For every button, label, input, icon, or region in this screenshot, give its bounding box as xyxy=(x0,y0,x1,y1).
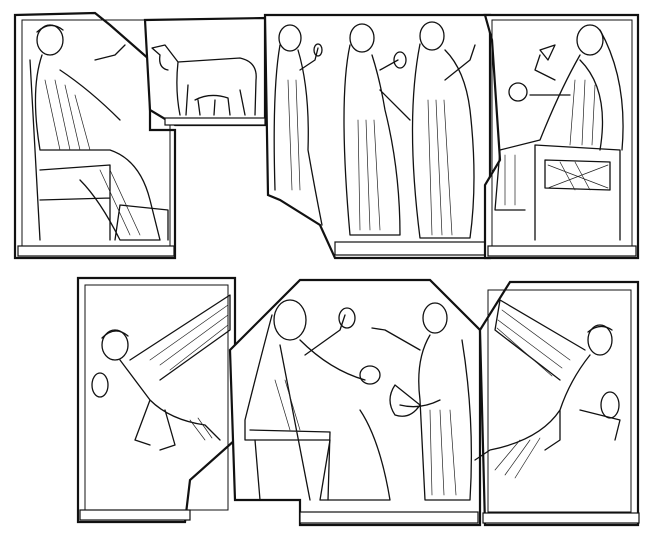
panel-harpy-right xyxy=(474,280,640,527)
panel-cow-and-calf xyxy=(143,16,267,127)
panel-seated-figure-right xyxy=(483,13,640,260)
panel-harpy-left xyxy=(76,276,237,524)
panel-three-standing-women xyxy=(263,13,492,260)
panel-seated-and-standing-figures xyxy=(228,278,482,527)
panel-seated-figure-left xyxy=(13,11,177,260)
